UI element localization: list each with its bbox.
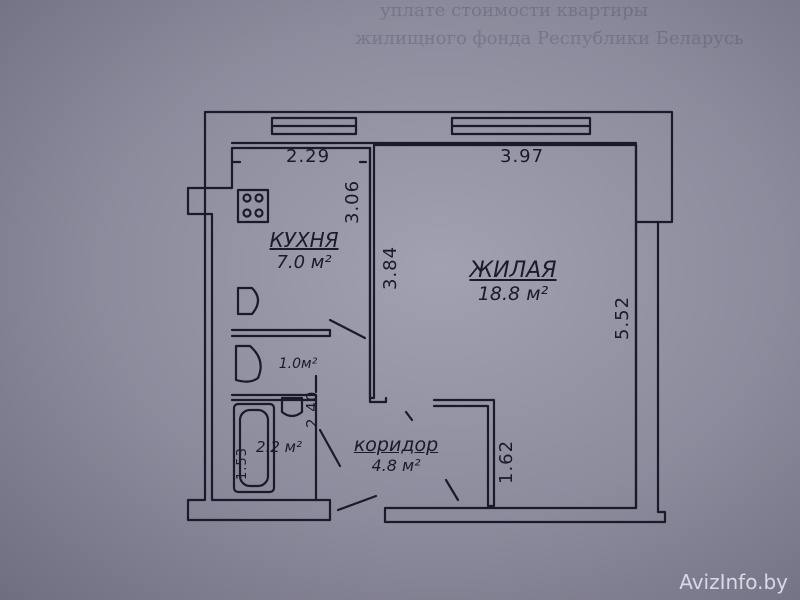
dim-kitchen-width: 2.29 xyxy=(286,146,331,167)
sink-icon xyxy=(236,286,260,316)
room-living-name: ЖИЛАЯ xyxy=(469,258,557,283)
room-kitchen: КУХНЯ 7.0 м² xyxy=(248,228,360,273)
washbasin-icon xyxy=(280,396,304,418)
corridor-closet xyxy=(432,398,496,508)
room-toilet: 1.0м² xyxy=(268,356,328,372)
background-text-2: жилищного фонда Республики Беларусь xyxy=(355,28,744,49)
background-text-1: уплате стоимости квартиры xyxy=(380,0,648,21)
bathtub-icon xyxy=(232,402,276,494)
room-kitchen-area: 7.0 м² xyxy=(276,252,332,273)
room-corridor-area: 4.8 м² xyxy=(371,456,421,475)
room-kitchen-name: КУХНЯ xyxy=(269,228,339,252)
door-closet xyxy=(444,478,460,502)
toilet-icon xyxy=(234,344,262,383)
door-kitchen xyxy=(328,318,367,340)
watermark: AvizInfo.by xyxy=(679,570,788,594)
stove-icon xyxy=(236,188,270,224)
room-corridor: коридор 4.8 м² xyxy=(336,434,456,475)
dim-kitchen-depth: 3.06 xyxy=(342,179,363,224)
door-corridor xyxy=(318,428,342,468)
door-entry xyxy=(336,494,378,512)
dim-bath-block: 2.40 xyxy=(303,390,321,428)
dim-living-width: 3.97 xyxy=(500,146,545,167)
dim-living-depth: 5.52 xyxy=(612,295,633,340)
room-toilet-area: 1.0м² xyxy=(278,356,318,372)
room-corridor-name: коридор xyxy=(353,434,439,456)
room-living: ЖИЛАЯ 18.8 м² xyxy=(448,258,578,305)
door-living xyxy=(404,410,414,422)
bath-walls xyxy=(230,328,332,338)
room-bath: 2.2 м² xyxy=(244,438,314,456)
dim-corridor-side: 1.62 xyxy=(496,439,517,484)
partition-wall xyxy=(368,146,388,404)
dim-partition-length: 3.84 xyxy=(380,245,401,290)
room-bath-area: 2.2 м² xyxy=(256,438,302,456)
room-living-area: 18.8 м² xyxy=(477,283,549,305)
